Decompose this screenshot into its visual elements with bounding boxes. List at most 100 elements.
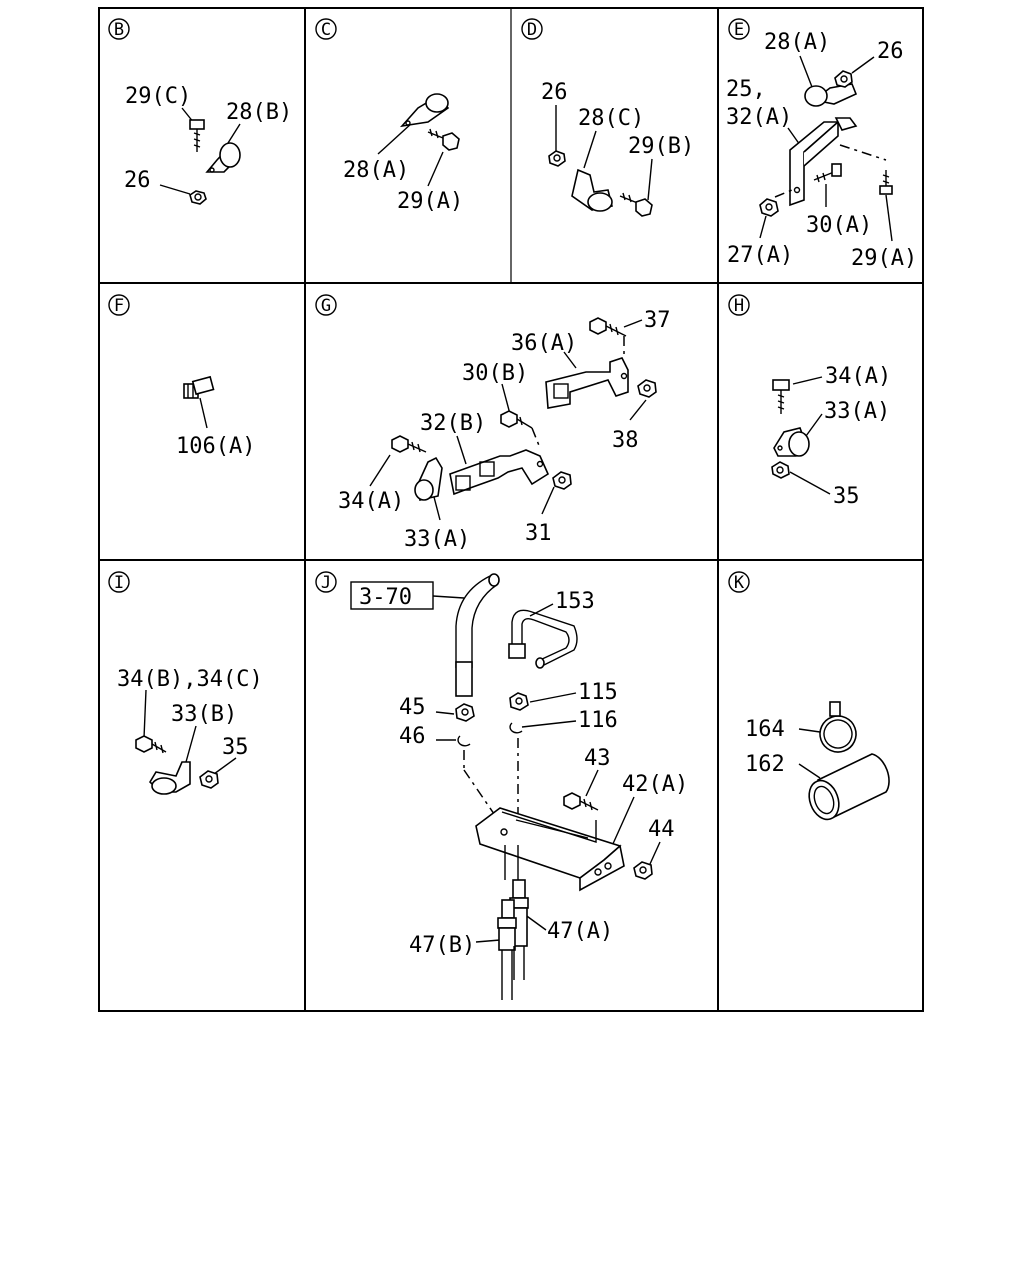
panel-g: G 37 36(A) 30(B) 38 32(B) 34(A) 31 33(A) [315, 294, 671, 552]
clamp-part [571, 168, 613, 212]
washer-part [509, 722, 523, 734]
bolt-part [772, 379, 790, 414]
washer-part [457, 735, 471, 747]
callout-34b-34c: 34(B),34(C) [117, 667, 263, 692]
panel-h: H 34(A) 33(A) 35 [728, 294, 891, 509]
svg-text:J: J [321, 573, 331, 593]
panel-c: C 28(A) 29(A) [315, 18, 463, 214]
clamp-part [399, 93, 450, 128]
nut-part [199, 770, 219, 789]
nut-part [552, 471, 572, 490]
pipe-part [508, 609, 578, 669]
panel-key-k: K [728, 571, 750, 593]
callout-28b: 28(B) [226, 100, 292, 125]
callout-25: 25, [726, 77, 766, 102]
panel-e: E 28(A) 26 25, 32(A) 30(A) 27(A) 29(A) [726, 18, 917, 271]
callout-34a: 34(A) [825, 364, 891, 389]
callout-34a: 34(A) [338, 489, 404, 514]
bolt-part [879, 170, 893, 195]
callout-44: 44 [648, 817, 675, 842]
panel-f: F 106(A) [108, 294, 255, 459]
panel-key-j: J [315, 571, 337, 593]
callout-43: 43 [584, 746, 611, 771]
callout-47b: 47(B) [409, 933, 475, 958]
bolt-part [135, 735, 167, 754]
callout-162: 162 [745, 752, 785, 777]
nut-part [189, 190, 207, 205]
callout-37: 37 [644, 308, 671, 333]
bolt-part [500, 410, 533, 429]
reference-box: 3-70 [350, 581, 434, 610]
bolt-part [189, 119, 205, 152]
grid-frame [98, 7, 924, 1012]
callout-116: 116 [578, 708, 618, 733]
panel-key-f: F [108, 294, 130, 316]
panel-i: I 34(B),34(C) 33(B) 35 [108, 571, 263, 795]
svg-text:B: B [114, 20, 124, 40]
callout-46: 46 [399, 724, 426, 749]
panel-k: K 164 162 [728, 571, 890, 821]
svg-text:G: G [321, 296, 331, 316]
clamp-part [773, 427, 810, 457]
clamp-part [148, 761, 191, 795]
svg-text:F: F [114, 296, 124, 316]
panel-key-b: B [108, 18, 130, 40]
svg-text:D: D [527, 20, 537, 40]
callout-36a: 36(A) [511, 331, 577, 356]
panel-key-h: H [728, 294, 750, 316]
nut-part [637, 379, 657, 398]
bracket-part [475, 807, 625, 892]
svg-text:3-70: 3-70 [359, 585, 412, 610]
bracket-part [449, 449, 550, 496]
svg-text:K: K [734, 573, 745, 593]
callout-115: 115 [578, 680, 618, 705]
panel-b: B 29(C) 28(B) 26 [108, 18, 292, 205]
clamp-part [414, 456, 443, 501]
nut-part [548, 150, 566, 167]
callout-42a: 42(A) [622, 772, 688, 797]
callout-33b: 33(B) [171, 702, 237, 727]
nut-part [633, 861, 653, 880]
svg-text:E: E [734, 20, 744, 40]
bracket-part [789, 117, 858, 207]
callout-164: 164 [745, 717, 785, 742]
svg-text:H: H [734, 296, 744, 316]
clamp-part [804, 83, 858, 107]
callout-106a: 106(A) [176, 434, 255, 459]
callout-35: 35 [833, 484, 860, 509]
nut-part [759, 198, 779, 217]
callout-31: 31 [525, 521, 552, 546]
callout-32b: 32(B) [420, 411, 486, 436]
callout-153: 153 [555, 589, 595, 614]
nut-part [771, 461, 790, 479]
callout-45: 45 [399, 695, 426, 720]
callout-28a: 28(A) [764, 30, 830, 55]
panel-key-i: I [108, 571, 130, 593]
panel-key-c: C [315, 18, 337, 40]
bolt-part [589, 317, 627, 337]
bracket-part [545, 357, 629, 409]
svg-text:I: I [114, 573, 124, 593]
fitting-part [497, 845, 529, 1000]
callout-29c: 29(C) [125, 84, 191, 109]
callout-35: 35 [222, 735, 249, 760]
callout-32a: 32(A) [726, 105, 792, 130]
bolt-part [619, 192, 653, 217]
callout-30a: 30(A) [806, 213, 872, 238]
panel-key-d: D [521, 18, 543, 40]
hose-part [455, 573, 500, 697]
callout-27a: 27(A) [727, 243, 793, 268]
callout-38: 38 [612, 428, 639, 453]
bolt-part [563, 792, 599, 811]
callout-26: 26 [877, 39, 904, 64]
callout-33a: 33(A) [824, 399, 890, 424]
callout-29a: 29(A) [397, 189, 463, 214]
bolt-part [391, 435, 427, 453]
callout-47a: 47(A) [547, 919, 613, 944]
callout-29b: 29(B) [628, 134, 694, 159]
svg-text:C: C [321, 20, 331, 40]
bolt-part [427, 128, 460, 151]
callout-28a: 28(A) [343, 158, 409, 183]
callout-29a: 29(A) [851, 246, 917, 271]
